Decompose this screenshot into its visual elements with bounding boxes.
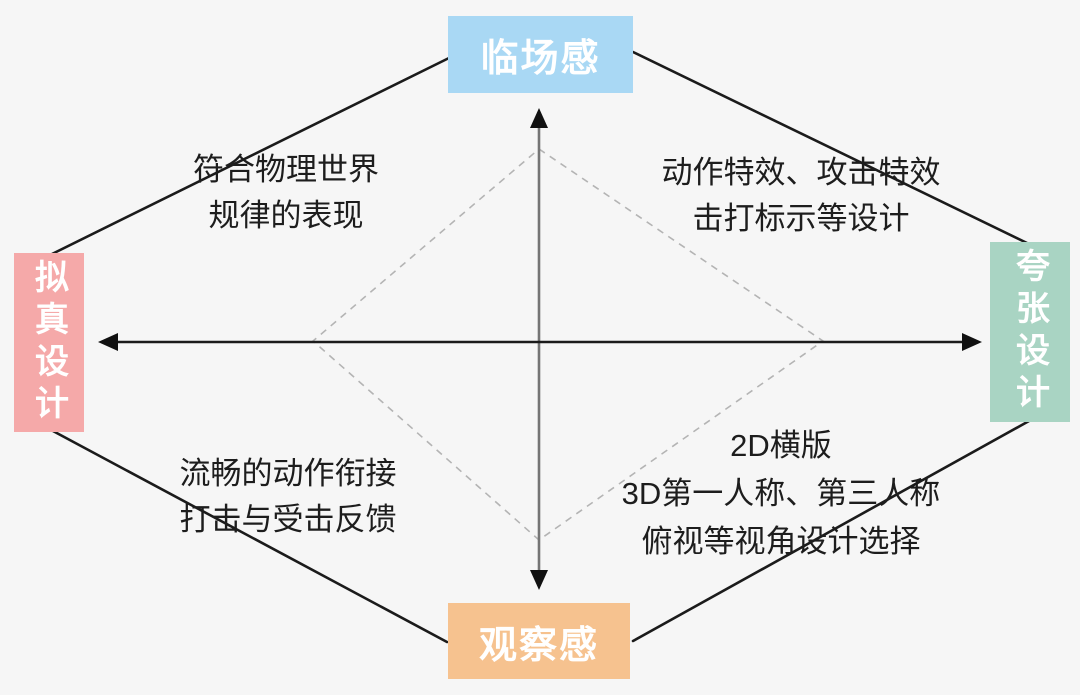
outer-edge-top-right-line — [631, 50, 1029, 245]
quadrant-text-line: 击打标示等设计 — [692, 201, 910, 236]
axis-box-left: 拟真设计 — [14, 253, 84, 432]
outer-edge-bottom-left-line — [51, 429, 449, 644]
quadrant-text-line: 规律的表现 — [208, 198, 364, 233]
axis-box-bottom: 观察感 — [448, 603, 630, 679]
quadrant-text-line: 3D第一人称、第三人称 — [621, 476, 941, 511]
quadrant-text-top-right: 动作特效、攻击特效 击打标示等设计 — [611, 150, 991, 242]
axis-label-left: 拟真设计 — [29, 258, 68, 427]
quadrant-text-line: 俯视等视角设计选择 — [641, 524, 921, 559]
quadrant-text-line: 动作特效、攻击特效 — [661, 155, 941, 190]
quadrant-text-line: 流畅的动作衔接 — [179, 456, 397, 491]
outer-edge-bottom-right-line — [631, 419, 1031, 643]
left-arrowhead-icon — [98, 333, 118, 351]
quadrant-text-line: 符合物理世界 — [193, 152, 379, 187]
outer-edge-top-left-line — [50, 56, 451, 256]
quadrant-text-line: 2D横版 — [730, 428, 832, 463]
right-arrowhead-icon — [962, 333, 982, 351]
down-arrowhead-icon — [530, 570, 548, 590]
quadrant-text-bottom-left: 流畅的动作衔接 打击与受击反馈 — [108, 451, 468, 543]
quadrant-text-top-left: 符合物理世界 规律的表现 — [106, 147, 466, 239]
axis-label-right: 夸张设计 — [1010, 248, 1049, 416]
axis-label-bottom: 观察感 — [478, 624, 599, 667]
axis-label-top: 临场感 — [480, 38, 601, 80]
axis-box-top: 临场感 — [448, 16, 633, 93]
axis-box-right: 夸张设计 — [990, 242, 1070, 422]
quadrant-text-line: 打击与受击反馈 — [179, 502, 397, 537]
quadrant-text-bottom-right: 2D横版 3D第一人称、第三人称 俯视等视角设计选择 — [581, 422, 981, 566]
up-arrowhead-icon — [530, 108, 548, 128]
